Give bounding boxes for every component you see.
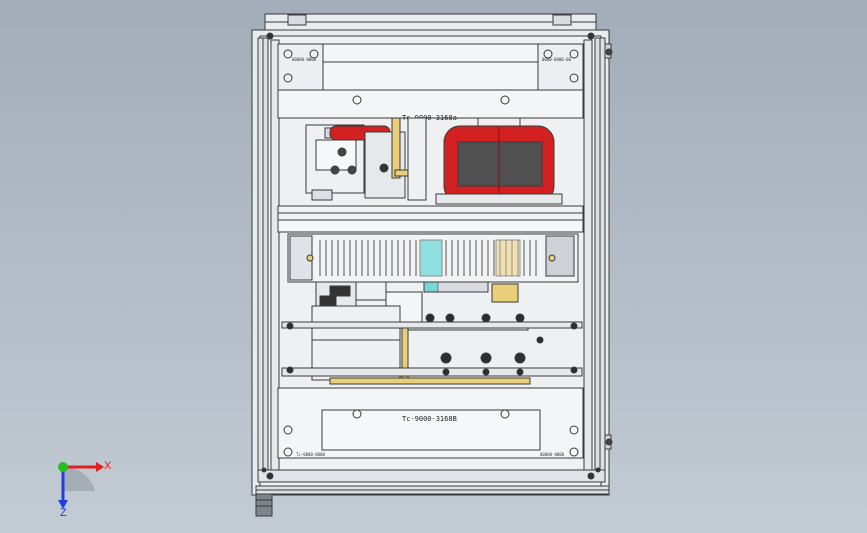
part-number-top: Tc-9000-3168a — [402, 114, 457, 122]
cable-gland — [255, 493, 273, 517]
lid-hinge-right — [552, 14, 572, 26]
busbar-link-top — [391, 117, 401, 179]
terminal-accent-yellow — [495, 239, 521, 277]
frame-corner-screws — [261, 32, 601, 480]
tag-bottom-right: 00000-0000 — [540, 452, 565, 457]
tag-bottom-left: Tc-0000-0000 — [296, 452, 325, 457]
tag-top-right: 0000-0000-00 — [542, 57, 571, 62]
yellow-relay — [491, 283, 519, 303]
power-terminals — [286, 313, 578, 376]
top-mounting-plate — [277, 43, 584, 119]
cabinet-top-lid — [264, 13, 597, 33]
electrical-cabinet-model[interactable]: 00000-0000 0000-0000-00 Tc-9000-3168a — [251, 13, 613, 517]
busbar-horizontal — [329, 377, 531, 385]
terminal-accent-cyan — [419, 239, 443, 277]
triad-z-label: Z — [60, 507, 67, 519]
part-number-bottom: Tc-9000-3168B — [402, 415, 457, 423]
frame-bottom-rail — [257, 469, 606, 483]
triad-x-label: X — [104, 460, 112, 472]
lid-hinge-left — [287, 14, 307, 26]
coordinate-triad: X Z — [58, 460, 112, 519]
mounting-rail-upper — [281, 321, 583, 329]
tag-top-left: 00000-0000 — [292, 57, 317, 62]
mounting-rail-lower — [281, 367, 583, 377]
transformer-core — [457, 141, 543, 187]
